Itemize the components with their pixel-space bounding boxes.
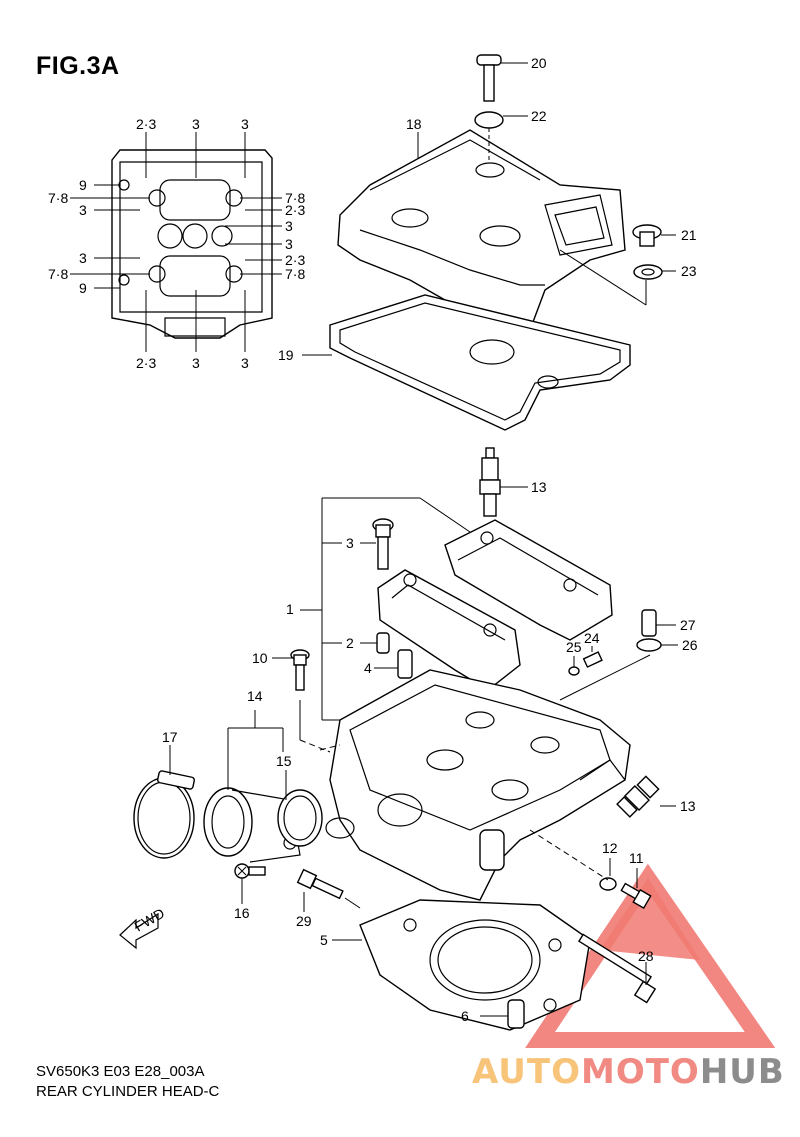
figure-title: FIG.3A bbox=[36, 52, 120, 80]
cover-gasket bbox=[302, 294, 631, 431]
inset-head-top-view bbox=[70, 132, 282, 352]
fwd-arrow-icon: FWD bbox=[119, 905, 167, 950]
breather-washer bbox=[633, 264, 676, 280]
watermark-logo-icon bbox=[525, 863, 776, 1048]
inset-label: 2·3 bbox=[285, 202, 305, 218]
breather-bolt bbox=[632, 224, 676, 247]
inset-label: 9 bbox=[79, 177, 87, 193]
head-bolt-29 bbox=[296, 868, 361, 912]
watermark-part: HUB bbox=[699, 1052, 785, 1092]
inset-label: 3 bbox=[241, 116, 249, 132]
callout: 10 bbox=[252, 650, 268, 666]
clamp-screw bbox=[234, 863, 266, 904]
inset-label: 3 bbox=[285, 218, 293, 234]
hose-clamp bbox=[133, 745, 195, 859]
callout: 20 bbox=[531, 55, 547, 71]
inset-label: 7·8 bbox=[48, 190, 68, 206]
dowel-pin bbox=[360, 632, 390, 654]
callout: 6 bbox=[461, 1008, 469, 1024]
callout: 24 bbox=[584, 630, 600, 646]
inset-label: 3 bbox=[241, 355, 249, 371]
long-bolt bbox=[577, 933, 657, 1004]
callout: 16 bbox=[234, 905, 250, 921]
inset-label: 3 bbox=[285, 236, 293, 252]
callout: 11 bbox=[629, 850, 644, 866]
figure-code: SV650K3 E03 E28_003A bbox=[36, 1063, 205, 1080]
inset-label: 2·3 bbox=[136, 116, 156, 132]
spark-plug bbox=[616, 775, 676, 818]
callout: 26 bbox=[682, 637, 698, 653]
watermark-text: AUTOMOTOHUB bbox=[472, 1052, 785, 1092]
watermark-part: AUTO bbox=[472, 1052, 581, 1092]
callout: 21 bbox=[681, 227, 697, 243]
inset-label: 2·3 bbox=[136, 355, 156, 371]
locating-pin bbox=[374, 649, 413, 679]
callout: 4 bbox=[364, 660, 372, 676]
callout: 13 bbox=[531, 479, 547, 495]
callout: 12 bbox=[602, 840, 618, 856]
callout: 27 bbox=[680, 617, 696, 633]
inset-label: 7·8 bbox=[285, 266, 305, 282]
figure-caption: REAR CYLINDER HEAD-C bbox=[36, 1083, 220, 1100]
callout: 18 bbox=[406, 116, 422, 132]
callout: 28 bbox=[638, 948, 654, 964]
callout: 22 bbox=[531, 108, 547, 124]
callout: 17 bbox=[162, 729, 178, 745]
callout: 1 bbox=[286, 601, 294, 617]
head-bolt bbox=[272, 649, 331, 753]
inset-label: 3 bbox=[79, 250, 87, 266]
callout: 13 bbox=[680, 798, 696, 814]
callout: 19 bbox=[278, 347, 294, 363]
bracket-1 bbox=[300, 497, 471, 721]
inset-label: 3 bbox=[192, 355, 200, 371]
washer-12 bbox=[599, 858, 617, 891]
callout: 29 bbox=[296, 913, 312, 929]
screw-24 bbox=[582, 646, 603, 668]
holder-bolt bbox=[360, 518, 394, 570]
callout: 2 bbox=[346, 635, 354, 651]
ring-25 bbox=[568, 656, 580, 676]
watermark-part: MOTO bbox=[580, 1052, 700, 1092]
callout: 23 bbox=[681, 263, 697, 279]
inset-label: 7·8 bbox=[285, 190, 305, 206]
inset-label: 2·3 bbox=[285, 252, 305, 268]
cover-bolt bbox=[476, 54, 528, 102]
dowel-27 bbox=[641, 609, 676, 637]
camshaft-holder bbox=[377, 519, 613, 691]
bolt-11 bbox=[620, 868, 652, 910]
callout: 15 bbox=[276, 753, 292, 769]
callout: 14 bbox=[247, 688, 263, 704]
spark-plug bbox=[479, 447, 528, 517]
inset-label: 9 bbox=[79, 280, 87, 296]
washer-26 bbox=[636, 638, 678, 652]
inset-label: 3 bbox=[79, 202, 87, 218]
callout: 3 bbox=[346, 535, 354, 551]
callout: 25 bbox=[566, 639, 582, 655]
head-gasket bbox=[332, 899, 591, 1031]
cover-washer bbox=[474, 111, 528, 160]
inset-label: 7·8 bbox=[48, 266, 68, 282]
intake-o-ring bbox=[277, 789, 323, 847]
cylinder-head-cover bbox=[337, 129, 626, 331]
inset-label: 3 bbox=[192, 116, 200, 132]
dowel-6 bbox=[480, 999, 525, 1029]
cylinder-head bbox=[319, 669, 631, 901]
callout: 5 bbox=[320, 932, 328, 948]
